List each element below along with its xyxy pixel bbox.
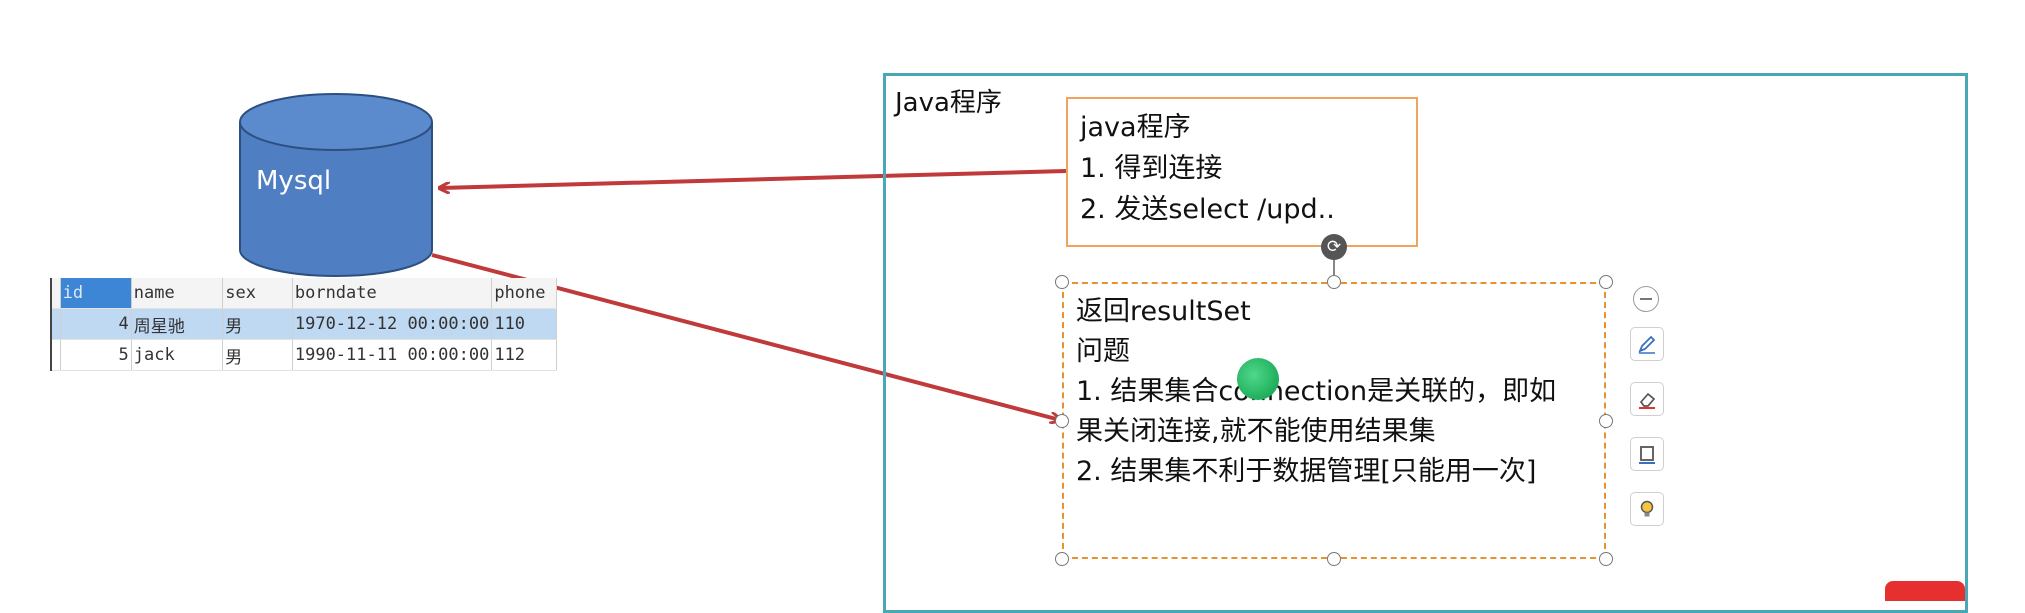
rotation-connector xyxy=(1333,258,1335,282)
row-marker[interactable] xyxy=(49,278,61,309)
table-cell: 1990-11-11 00:00:00 xyxy=(292,339,493,371)
resize-handle-top-left[interactable] xyxy=(1055,275,1069,289)
table-cell: 周星驰 xyxy=(131,308,224,340)
column-header[interactable]: sex xyxy=(222,278,293,309)
notification-badge[interactable] xyxy=(1885,581,1965,601)
database-cylinder-icon xyxy=(239,93,433,277)
table-cell: 5 xyxy=(60,339,132,371)
java-frame-title: Java程序 xyxy=(895,88,1002,118)
arrow-program-to-mysql xyxy=(440,169,1067,188)
result-box-line: 返回resultSet xyxy=(1076,296,1251,327)
frame-icon[interactable] xyxy=(1630,437,1664,471)
lightbulb-icon[interactable] xyxy=(1630,492,1664,526)
program-box-line: 1. 得到连接 xyxy=(1080,153,1223,184)
row-marker[interactable] xyxy=(49,308,61,340)
resize-handle-right[interactable] xyxy=(1599,414,1613,428)
resize-handle-top[interactable] xyxy=(1327,275,1341,289)
database-label: Mysql xyxy=(256,166,332,196)
cursor-highlight xyxy=(1237,358,1279,400)
eraser-icon[interactable] xyxy=(1630,382,1664,416)
table-cell: 男 xyxy=(222,339,293,371)
row-marker[interactable] xyxy=(49,339,61,371)
table-row[interactable]: 5 jack 男 1990-11-11 00:00:00 112 xyxy=(49,339,557,371)
column-header[interactable]: id xyxy=(60,278,132,309)
pen-icon[interactable] xyxy=(1630,327,1664,361)
table-row[interactable]: 4 周星驰 男 1970-12-12 00:00:00 110 xyxy=(49,308,557,340)
resize-handle-bottom-right[interactable] xyxy=(1599,552,1613,566)
resize-handle-bottom[interactable] xyxy=(1327,552,1341,566)
table-cell: 男 xyxy=(222,308,293,340)
column-header[interactable]: name xyxy=(131,278,224,309)
minus-icon[interactable] xyxy=(1633,286,1659,312)
resultset-text-box[interactable]: 返回resultSet 问题 1. 结果集合connection是关联的，即如 … xyxy=(1062,282,1606,559)
table-cell: 112 xyxy=(491,339,557,371)
rotate-handle-icon[interactable]: ⟳ xyxy=(1321,234,1347,260)
table-cell: 4 xyxy=(60,308,132,340)
result-box-line: 2. 结果集不利于数据管理[只能用一次] xyxy=(1076,456,1537,487)
resize-handle-left[interactable] xyxy=(1055,414,1069,428)
result-box-line: 1. 结果集合connection是关联的，即如 xyxy=(1076,376,1557,407)
resize-handle-bottom-left[interactable] xyxy=(1055,552,1069,566)
column-header[interactable]: borndate xyxy=(292,278,493,309)
resize-handle-top-right[interactable] xyxy=(1599,275,1613,289)
result-box-line: 果关闭连接,就不能使用结果集 xyxy=(1076,416,1436,447)
column-header[interactable]: phone xyxy=(491,278,557,309)
table-header-row: id name sex borndate phone xyxy=(49,278,557,309)
table-cell: 1970-12-12 00:00:00 xyxy=(292,308,493,340)
program-steps-box[interactable]: java程序 1. 得到连接 2. 发送select /upd.. xyxy=(1066,97,1418,247)
table-cell: jack xyxy=(131,339,224,371)
result-box-line: 问题 xyxy=(1076,336,1130,367)
query-result-table: id name sex borndate phone 4 周星驰 男 1970-… xyxy=(49,278,557,371)
program-box-line: java程序 xyxy=(1080,112,1191,143)
table-cell: 110 xyxy=(491,308,557,340)
program-box-line: 2. 发送select /upd.. xyxy=(1080,194,1335,225)
